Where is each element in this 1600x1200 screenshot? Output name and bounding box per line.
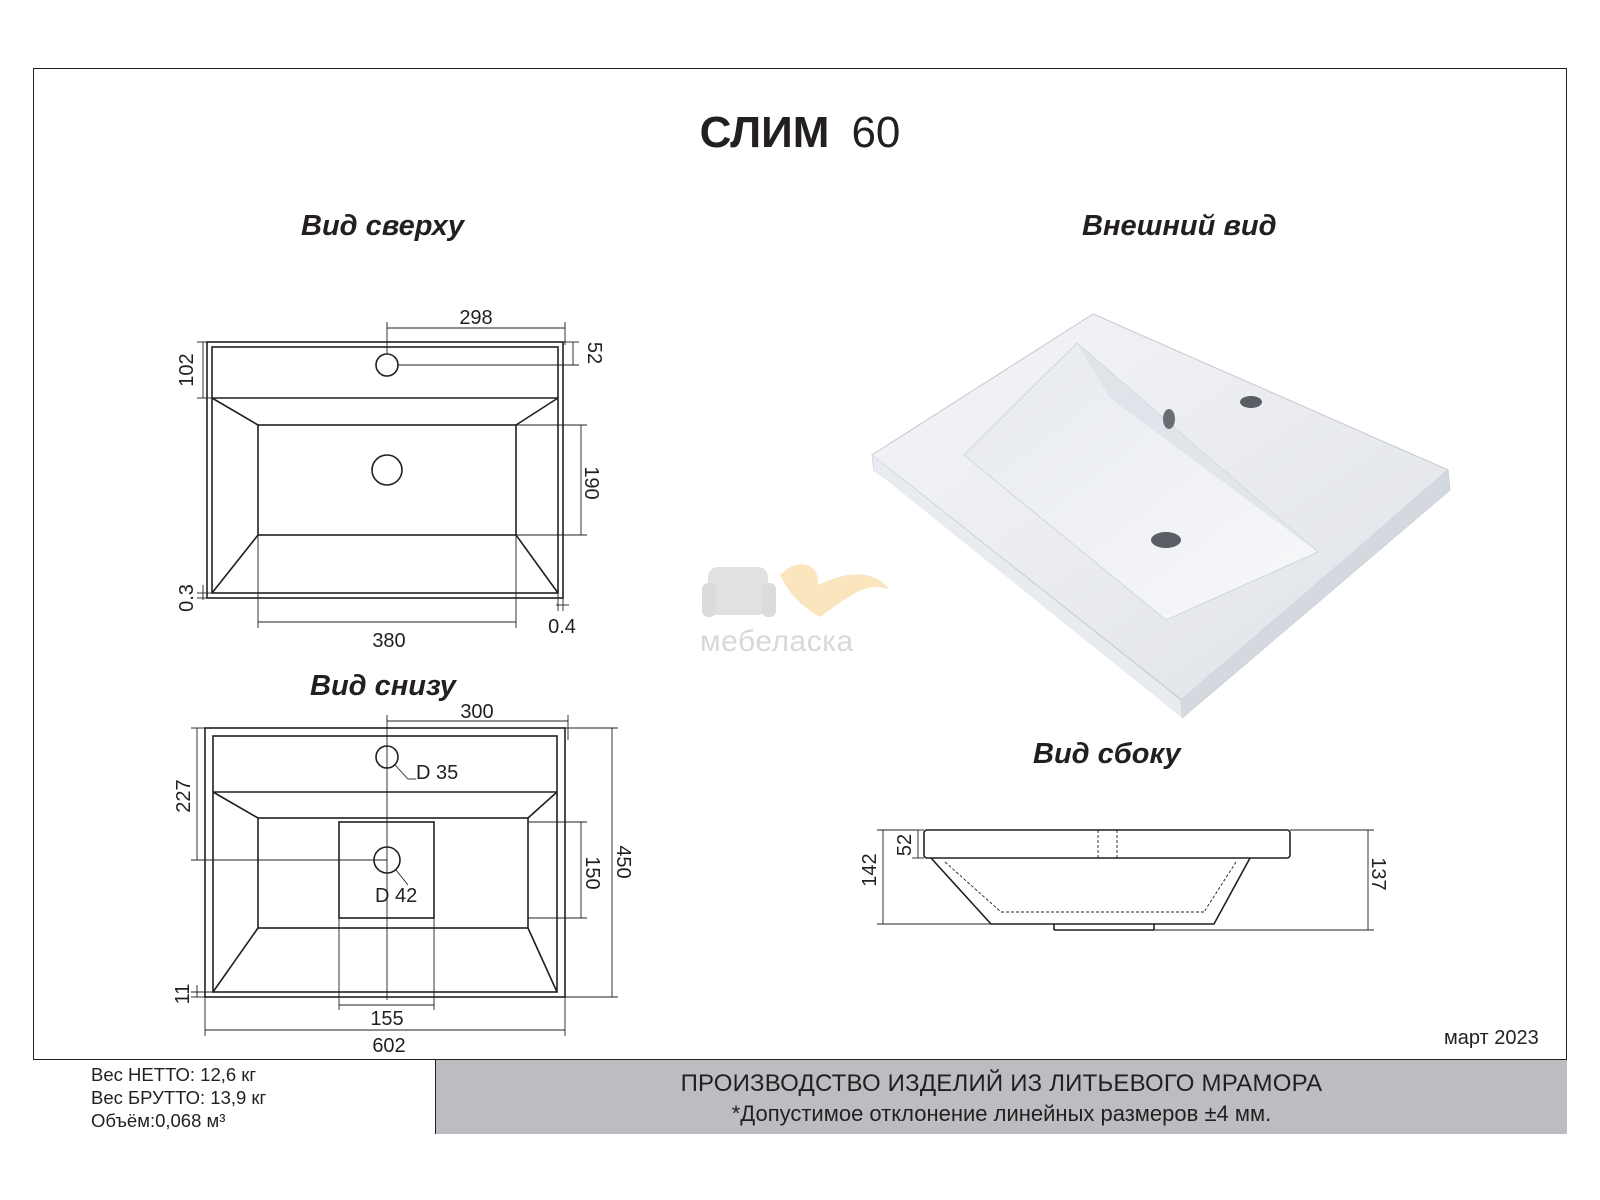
dim-side-142: 142 xyxy=(859,853,881,886)
top-view-drawing xyxy=(197,322,587,628)
dim-bottom-300: 300 xyxy=(460,701,493,723)
dim-side-137: 137 xyxy=(1367,857,1389,890)
model-name: СЛИМ xyxy=(699,108,830,157)
watermark-text: мебеласка xyxy=(700,625,854,658)
drawing-date: март 2023 xyxy=(1444,1027,1539,1049)
dim-top-0-4: 0.4 xyxy=(548,616,576,638)
dim-bottom-d35: D 35 xyxy=(416,762,458,784)
watermark-sofa-icon xyxy=(702,564,890,617)
dim-top-102: 102 xyxy=(176,353,198,386)
spec-volume: Объём:0,068 м³ xyxy=(91,1110,226,1131)
dim-top-52: 52 xyxy=(583,342,605,364)
heading-top-view: Вид сверху xyxy=(301,210,464,242)
side-view-dimensions: 52 142 137 xyxy=(859,834,1389,891)
watermark-logo: мебеласка xyxy=(700,545,910,658)
dim-bottom-450: 450 xyxy=(612,845,634,878)
dim-bottom-155: 155 xyxy=(370,1008,403,1030)
model-number: 60 xyxy=(851,108,901,157)
heading-bottom-view: Вид снизу xyxy=(310,670,456,702)
dim-top-380: 380 xyxy=(372,630,405,652)
dim-top-298: 298 xyxy=(459,307,492,329)
dim-top-0-3: 0.3 xyxy=(176,584,198,612)
footer-production-line: ПРОИЗВОДСТВО ИЗДЕЛИЙ ИЗ ЛИТЬЕВОГО МРАМОР… xyxy=(680,1070,1323,1097)
dim-bottom-602: 602 xyxy=(372,1035,405,1057)
footer-tolerance-line: *Допустимое отклонение линейных размеров… xyxy=(731,1101,1272,1126)
dim-top-190: 190 xyxy=(580,466,602,499)
sink-illustration xyxy=(871,313,1451,719)
dim-bottom-d42: D 42 xyxy=(375,885,417,907)
side-view-drawing xyxy=(877,829,1374,931)
dim-bottom-227: 227 xyxy=(173,779,195,812)
specs-box: Вес НЕТТО: 12,6 кг Вес БРУТТО: 13,9 кг О… xyxy=(33,1059,436,1134)
top-view-dimensions: 298 52 102 190 0.3 380 0.4 xyxy=(176,307,605,652)
dim-bottom-11: 11 xyxy=(172,984,194,1005)
bottom-view-drawing xyxy=(191,715,618,1036)
spec-net-weight: Вес НЕТТО: 12,6 кг xyxy=(91,1064,257,1085)
dim-bottom-150: 150 xyxy=(581,856,603,889)
spec-gross-weight: Вес БРУТТО: 13,9 кг xyxy=(91,1087,267,1108)
bottom-view-dimensions: 300 D 35 227 150 450 D 42 11 155 602 xyxy=(172,701,634,1057)
heading-side-view: Вид сбоку xyxy=(1033,738,1181,770)
dim-side-52: 52 xyxy=(894,834,916,856)
footer-band: ПРОИЗВОДСТВО ИЗДЕЛИЙ ИЗ ЛИТЬЕВОГО МРАМОР… xyxy=(436,1059,1567,1134)
page-title: СЛИМ 60 xyxy=(0,108,1600,158)
heading-exterior-view: Внешний вид xyxy=(1082,210,1277,242)
